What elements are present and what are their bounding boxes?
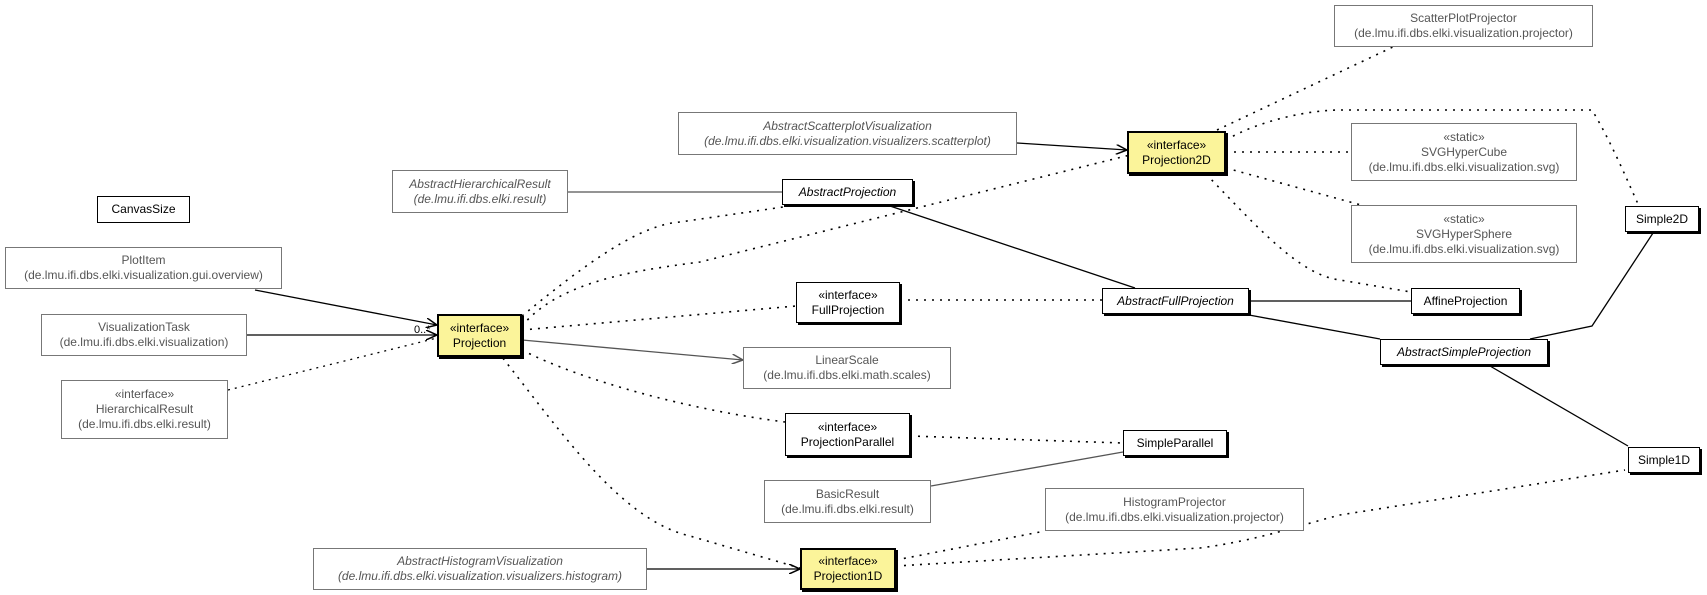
- histogram-projector-node: HistogramProjector (de.lmu.ifi.dbs.elki.…: [1045, 488, 1304, 531]
- projection-stereotype: «interface»: [449, 320, 510, 335]
- projection-parallel-stereotype: «interface»: [817, 419, 878, 434]
- edge-hierarchicalresult-projection: [227, 337, 438, 391]
- hierarchical-result-package: (de.lmu.ifi.dbs.elki.result): [78, 417, 211, 431]
- histogram-projector-package: (de.lmu.ifi.dbs.elki.visualization.proje…: [1065, 509, 1284, 524]
- linear-scale-name: LinearScale: [815, 353, 879, 367]
- edge-plotitem-projection: [254, 289, 437, 325]
- projection-1d-node: «interface» Projection1D: [800, 548, 896, 590]
- edge-projection-fullprojection: [521, 305, 797, 331]
- linear-scale-package: (de.lmu.ifi.dbs.elki.math.scales): [763, 368, 931, 382]
- edge-abstractsimpleprojection-simple2d: [1529, 229, 1656, 340]
- abstract-full-projection-name: AbstractFullProjection: [1117, 293, 1234, 308]
- projection-node: «interface» Projection: [437, 314, 522, 357]
- abstract-scatterplot-visualization-node: AbstractScatterplotVisualization (de.lmu…: [678, 112, 1017, 155]
- hierarchical-result-name: HierarchicalResult: [95, 402, 194, 416]
- simple-1d-node: Simple1D: [1628, 447, 1700, 473]
- simple-2d-name: Simple2D: [1635, 211, 1689, 226]
- edge-abstractfullprojection-abstractsimpleprojection: [1248, 314, 1381, 340]
- abstract-histogram-visualization-package: (de.lmu.ifi.dbs.elki.visualization.visua…: [337, 569, 623, 583]
- abstract-hierarchical-result-node: AbstractHierarchicalResult (de.lmu.ifi.d…: [392, 170, 568, 213]
- edge-abstractsimpleprojection-simple1d: [1489, 365, 1629, 447]
- scatter-plot-projector-package: (de.lmu.ifi.dbs.elki.visualization.proje…: [1354, 26, 1573, 40]
- abstract-projection-name: AbstractProjection: [798, 184, 897, 199]
- basic-result-package: (de.lmu.ifi.dbs.elki.result): [781, 501, 914, 516]
- abstract-scatterplot-visualization-package: (de.lmu.ifi.dbs.elki.visualization.visua…: [704, 133, 991, 148]
- projection-1d-name: Projection1D: [813, 569, 883, 583]
- affine-projection-node: AffineProjection: [1411, 288, 1520, 314]
- plot-item-node: PlotItem (de.lmu.ifi.dbs.elki.visualizat…: [5, 247, 282, 289]
- edge-projection-abstractprojection: [521, 205, 791, 317]
- edge-abstractprojection-abstractfullprojection: [889, 205, 1136, 289]
- full-projection-stereotype: «interface»: [818, 287, 878, 302]
- simple-2d-node: Simple2D: [1625, 206, 1699, 232]
- svg-hyper-cube-node: «static» SVGHyperCube (de.lmu.ifi.dbs.el…: [1351, 123, 1577, 181]
- edge-projection2d-scatterplotprojector: [1216, 45, 1396, 131]
- projection-name: Projection: [452, 335, 507, 350]
- projection-2d-name: Projection2D: [1142, 152, 1211, 167]
- edge-basicresult-simpleparallel: [930, 451, 1124, 487]
- linear-scale-node: LinearScale (de.lmu.ifi.dbs.elki.math.sc…: [743, 347, 951, 389]
- edge-projection1d-histogramprojector: [895, 530, 1046, 561]
- abstract-full-projection-node: AbstractFullProjection: [1102, 288, 1249, 314]
- plot-item-name: PlotItem: [121, 253, 166, 267]
- abstract-hierarchical-result-name: AbstractHierarchicalResult: [409, 176, 551, 191]
- multiplicity-label: 0..*: [414, 324, 431, 336]
- affine-projection-name: AffineProjection: [1423, 293, 1508, 308]
- projection-1d-stereotype: «interface»: [818, 554, 878, 568]
- visualization-task-package: (de.lmu.ifi.dbs.elki.visualization): [59, 335, 229, 349]
- histogram-projector-name: HistogramProjector: [1123, 494, 1226, 509]
- svg-hyper-sphere-node: «static» SVGHyperSphere (de.lmu.ifi.dbs.…: [1351, 205, 1577, 263]
- svg-hyper-cube-package: (de.lmu.ifi.dbs.elki.visualization.svg): [1368, 159, 1560, 174]
- visualization-task-node: VisualizationTask (de.lmu.ifi.dbs.elki.v…: [41, 314, 247, 356]
- full-projection-node: «interface» FullProjection: [796, 282, 900, 323]
- abstract-histogram-visualization-node: AbstractHistogramVisualization (de.lmu.i…: [313, 548, 647, 590]
- simple-1d-name: Simple1D: [1637, 452, 1691, 467]
- abstract-simple-projection-node: AbstractSimpleProjection: [1380, 339, 1548, 365]
- abstract-scatterplot-visualization-name: AbstractScatterplotVisualization: [763, 118, 932, 133]
- svg-hyper-sphere-package: (de.lmu.ifi.dbs.elki.visualization.svg): [1368, 241, 1560, 256]
- edge-projection1d-simple1d: [895, 469, 1626, 567]
- svg-hyper-sphere-stereotype: «static»: [1443, 211, 1485, 226]
- edge-projection2d-svghypersphere: [1225, 167, 1362, 206]
- visualization-task-name: VisualizationTask: [98, 320, 190, 334]
- canvas-size-name: CanvasSize: [111, 202, 176, 216]
- edge-projection-projection2d: [521, 154, 1131, 327]
- svg-hyper-cube-name: SVGHyperCube: [1420, 144, 1508, 159]
- hierarchical-result-node: «interface» HierarchicalResult (de.lmu.i…: [61, 380, 228, 439]
- hierarchical-result-stereotype: «interface»: [114, 387, 175, 401]
- edge-scatterplotvis-projection2d: [1016, 142, 1127, 150]
- svg-hyper-cube-stereotype: «static»: [1443, 129, 1485, 144]
- projection-2d-node: «interface» Projection2D: [1127, 131, 1226, 174]
- edge-projection-projection1d: [497, 351, 801, 569]
- abstract-histogram-visualization-name: AbstractHistogramVisualization: [397, 554, 563, 568]
- full-projection-name: FullProjection: [811, 302, 885, 317]
- scatter-plot-projector-node: ScatterPlotProjector (de.lmu.ifi.dbs.elk…: [1334, 5, 1593, 47]
- svg-hyper-sphere-name: SVGHyperSphere: [1415, 226, 1513, 241]
- projection-parallel-name: ProjectionParallel: [800, 434, 895, 449]
- basic-result-node: BasicResult (de.lmu.ifi.dbs.elki.result): [764, 480, 931, 523]
- abstract-projection-node: AbstractProjection: [782, 179, 913, 205]
- edge-projection-linearscale: [521, 339, 743, 360]
- plot-item-package: (de.lmu.ifi.dbs.elki.visualization.gui.o…: [24, 268, 263, 282]
- scatter-plot-projector-name: ScatterPlotProjector: [1410, 11, 1517, 25]
- edge-projectionparallel-simpleparallel: [909, 435, 1124, 444]
- projection-2d-stereotype: «interface»: [1146, 137, 1207, 152]
- abstract-simple-projection-name: AbstractSimpleProjection: [1396, 344, 1532, 359]
- simple-parallel-node: SimpleParallel: [1123, 430, 1227, 456]
- simple-parallel-name: SimpleParallel: [1136, 435, 1214, 450]
- basic-result-name: BasicResult: [815, 486, 880, 501]
- abstract-hierarchical-result-package: (de.lmu.ifi.dbs.elki.result): [413, 191, 547, 206]
- canvas-size-node: CanvasSize: [97, 196, 190, 223]
- projection-parallel-node: «interface» ProjectionParallel: [785, 413, 910, 456]
